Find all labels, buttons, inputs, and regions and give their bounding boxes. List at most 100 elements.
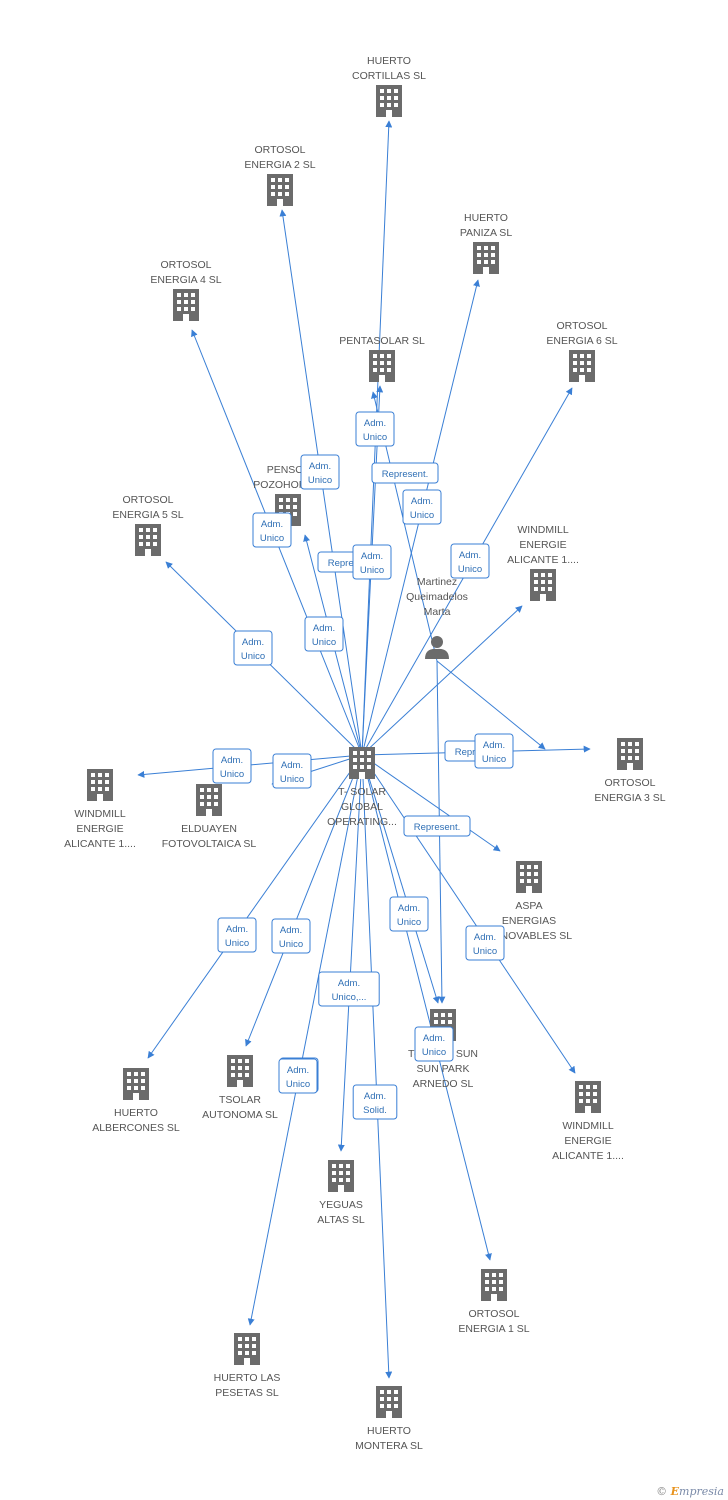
company-node-pentasolar[interactable]: PENTASOLAR SL [339, 335, 425, 382]
node-label-line: ENERGIA 5 SL [112, 509, 183, 521]
edge-label-text: Unico [241, 651, 265, 662]
node-label-line: TSOLAR [219, 1094, 261, 1106]
building-icon [530, 569, 556, 601]
edge-label-hub-aspa[interactable]: Represent. [403, 815, 471, 837]
node-label-line: HUERTO LAS [214, 1372, 281, 1384]
edge-label-hub-paniza[interactable]: Adm.Unico [402, 489, 442, 525]
node-label-line: SUN PARK [417, 1063, 470, 1075]
company-node-hub[interactable]: T- SOLARGLOBALOPERATING... [327, 747, 397, 828]
building-icon [349, 747, 375, 779]
edge-label-hub-ortosol5[interactable]: Adm. Unico [233, 630, 273, 666]
building-icon [473, 242, 499, 274]
edge-hub-pesetas [247, 754, 363, 1326]
node-label-line: RENOVABLES SL [486, 930, 572, 942]
node-label-line: T- SOLAR [338, 786, 386, 798]
edge-label-person-pentasolar[interactable]: Adm.Unico [352, 544, 392, 580]
node-label-line: HUERTO [367, 55, 411, 67]
edge-label-hub-pentasolar[interactable]: Represent. [371, 462, 439, 484]
node-label-line: Queimadelos [406, 591, 468, 603]
edge-hub-tsolarsun [361, 754, 440, 1004]
edge-label-text: Unico [410, 510, 434, 521]
edge-label-text: Adm. [364, 418, 386, 429]
edge-label-person-ortosol3[interactable]: Adm. Unico [474, 733, 514, 769]
edge-label-hub-cortillas[interactable]: Adm.Unico [355, 411, 395, 447]
edge-label-text: Unico,... [332, 992, 367, 1003]
edge-label-hub-windmill2[interactable]: Adm. Unico [212, 748, 252, 784]
edge-label-text: Unico [312, 637, 336, 648]
edge-label-text: Unico [422, 1047, 446, 1058]
edge-label-text: Unico [260, 533, 284, 544]
edge-label-text: Adm. [338, 978, 360, 989]
building-icon [516, 861, 542, 893]
building-icon [481, 1269, 507, 1301]
edge-label-text: Adm. [483, 740, 505, 751]
edge-label-text: Adm. [361, 551, 383, 562]
node-label-line: ALTAS SL [317, 1214, 365, 1226]
node-label-line: WINDMILL [517, 524, 568, 536]
node-label-line: ORTOSOL [557, 320, 608, 332]
building-icon [328, 1160, 354, 1192]
edge-label-hub-ortosol6[interactable]: Adm.Unico [450, 543, 490, 579]
edge-label-text: Unico [220, 769, 244, 780]
edge-label-hub-pesetas[interactable]: Adm. Unico [278, 1058, 318, 1094]
building-icon [369, 350, 395, 382]
node-label-line: ENERGIE [76, 823, 123, 835]
person-icon [425, 636, 449, 659]
edge-label-text: Adm. [287, 1065, 309, 1076]
node-label-line: ENERGIAS [502, 915, 556, 927]
edge-label-text: Represent. [328, 558, 374, 569]
edge-label-text: Unico [280, 774, 304, 785]
edge-label-text: Unico [482, 754, 506, 765]
edge-label-hub-windmill3[interactable]: Adm.Unico [465, 925, 505, 961]
edge-label-hub-ortosol2[interactable]: Adm.Unico [300, 454, 340, 490]
edge-label-hub-elduayen[interactable]: Adm. Unico [272, 753, 312, 789]
edge-label-text: Adm. [242, 637, 264, 648]
building-icon [267, 174, 293, 206]
edge-label-text: Adm. [281, 760, 303, 771]
edge-hub-yeguas [337, 754, 363, 1152]
node-label-line: Marta [424, 606, 451, 618]
edge-label-hub-montera[interactable]: Adm. Solid. [352, 1084, 398, 1120]
copyright-symbol: © [656, 1485, 668, 1498]
edge-label-hub-ortosol4[interactable]: Adm.Unico [252, 512, 292, 548]
node-label-line: ENERGIA 4 SL [150, 274, 221, 286]
brand-logo: Empresia [670, 1485, 724, 1498]
edge-label-text: Unico [286, 1079, 310, 1090]
edge-label-hub-tsolarsun[interactable]: Adm.Unico [389, 896, 429, 932]
edge-label-hub-tsolarauto[interactable]: Adm.Unico [271, 918, 311, 954]
edge-label-person-tsolarsun[interactable]: Adm.Unico [414, 1026, 454, 1062]
edge-label-hub-albercones[interactable]: Adm.Unico [217, 917, 257, 953]
edge-label-text: Solid. [363, 1105, 387, 1116]
edge-label-text: Represent. [382, 469, 428, 480]
node-label-line: HUERTO [367, 1425, 411, 1437]
node-label-line: Martinez [417, 576, 457, 588]
node-label-line: ORTOSOL [255, 144, 306, 156]
edge-label-text: Adm. [221, 755, 243, 766]
edge-label-text: Unico [225, 938, 249, 949]
edge-label-text: Adm. [280, 925, 302, 936]
edge-label-text: Adm. [474, 932, 496, 943]
edge-label-text: Adm. [364, 1091, 386, 1102]
edge-label-hub-yeguas[interactable]: Adm. Unico,... [318, 971, 380, 1007]
edge-label-hub-windmill1[interactable]: Adm.Unico [304, 616, 344, 652]
